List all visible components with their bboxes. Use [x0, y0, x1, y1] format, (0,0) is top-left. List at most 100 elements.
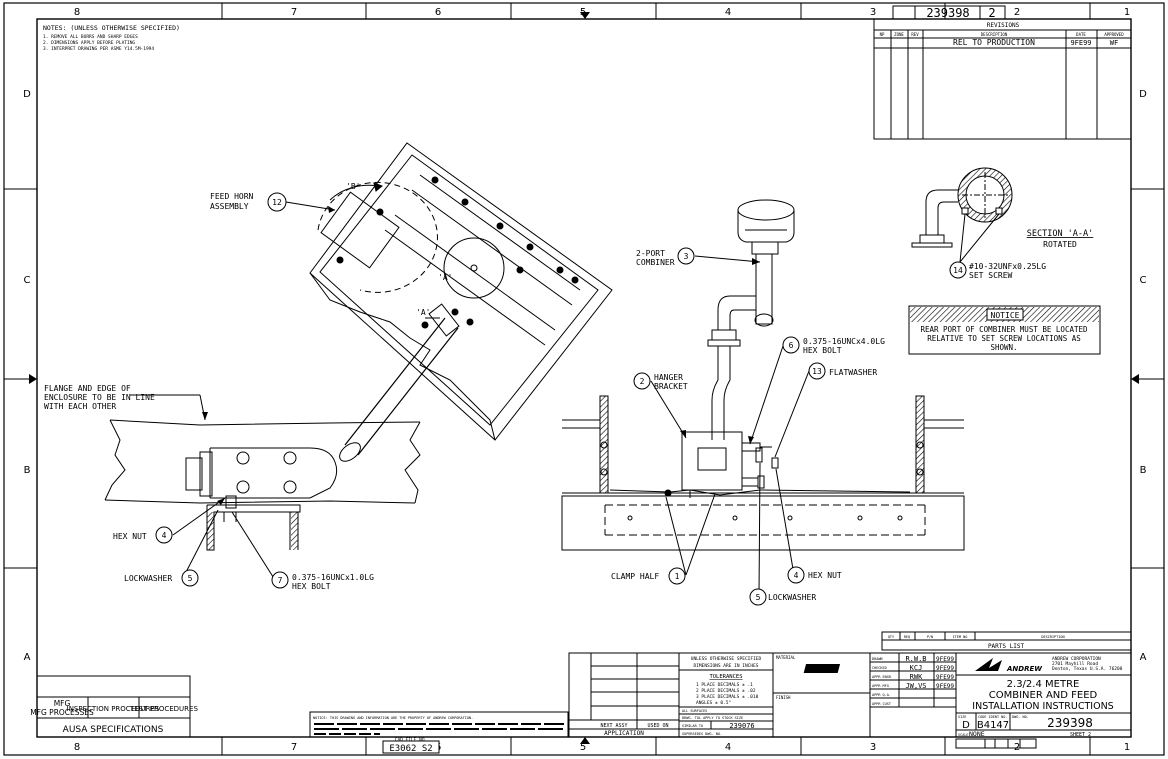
callout-bubble-4-left — [155, 526, 173, 544]
view-a-label-2: 'A' — [416, 308, 430, 317]
material-label: MATERIAL — [776, 655, 796, 660]
approval-date: 9FE99 — [936, 683, 954, 690]
right-leader-arrows — [680, 258, 760, 444]
hex-bolt-long-label-2: HEX BOLT — [803, 346, 842, 355]
hex-bolt-long-label-1: 0.375-16UNCx4.0LG — [803, 337, 885, 346]
approval-date: 9FE99 — [936, 656, 954, 663]
callout-bubble-4-right — [787, 566, 805, 584]
tol-line-3: 3 PLACE DECIMALS ± .010 — [696, 694, 759, 700]
callout-2-number: 2 — [640, 377, 645, 386]
rev-header-approved: APPROVED — [1104, 32, 1124, 37]
parts-header-description: DESCRIPTION — [1041, 635, 1064, 639]
callout-7-number: 7 — [278, 576, 283, 585]
column-label-top-2: 2 — [1014, 7, 1020, 18]
notice-line-2: RELATIVE TO SET SCREW LOCATIONS AS — [927, 334, 1081, 343]
callout-bubble-14 — [949, 261, 967, 279]
feed-horn-label-1: FEED HORN — [210, 192, 254, 201]
andrew-logo: ANDREW — [803, 658, 1042, 673]
column-label-top-1: 1 — [1124, 7, 1130, 18]
company-line-2: 2701 Mayhill Road — [1052, 661, 1098, 667]
feed-horn-view — [104, 142, 613, 551]
row-label-left-A: A — [24, 652, 31, 663]
tol-title: TOLERANCES — [709, 674, 742, 680]
row-label-left-B: B — [24, 465, 31, 476]
notice-line-1: REAR PORT OF COMBINER MUST BE LOCATED — [920, 325, 1088, 334]
approval-label: CHECKED — [872, 666, 887, 670]
tol-similar-to: SIMILAR TO — [682, 724, 703, 728]
tol-drawing-ref: DRWG. TOL APPLY TO STOCK SIZE — [682, 716, 743, 720]
row-label-right-D: D — [1139, 89, 1147, 100]
rev-header-rev: REV — [911, 32, 919, 37]
callout-bubble-2 — [633, 372, 651, 390]
revisions-block — [873, 18, 1132, 140]
scale-label: SCALE — [958, 733, 969, 737]
used-on-label: USED ON — [647, 723, 668, 729]
scale-value: NONE — [969, 730, 985, 738]
section-a-a — [911, 167, 1013, 263]
column-label-top-3: 3 — [870, 7, 876, 18]
column-label-bottom-4: 4 — [725, 742, 731, 753]
procedures-block — [36, 675, 191, 738]
approval-date: 9FE99 — [936, 674, 954, 681]
callout-3-number: 3 — [684, 252, 689, 261]
row-label-right-C: C — [1140, 275, 1147, 286]
hex-bolt-short-label-2: HEX BOLT — [292, 582, 331, 591]
callout-4-left-number: 4 — [162, 531, 167, 540]
title-line-2: COMBINER AND FEED — [989, 690, 1098, 701]
row-label-right-B: B — [1140, 465, 1147, 476]
column-label-bottom-3: 3 — [870, 742, 876, 753]
rev-row-approved: WF — [1110, 39, 1118, 47]
parts-list-header — [881, 631, 1132, 651]
callout-1-number: 1 — [675, 572, 680, 581]
column-label-top-4: 4 — [725, 7, 731, 18]
company-line-3: Denton, Texas U.S.A. 76208 — [1052, 666, 1123, 672]
title-line-3: INSTALLATION INSTRUCTIONS — [972, 701, 1113, 712]
note-2: 2. DIMENSIONS APPLY BEFORE PLATING — [43, 40, 135, 46]
callout-bubble-12 — [267, 192, 287, 212]
callout-13-number: 13 — [812, 367, 822, 376]
notice-box: NOTICE REAR PORT OF COMBINER MUST BE LOC… — [908, 305, 1101, 355]
callout-bubble-13 — [808, 362, 826, 380]
rev-header-date: DATE — [1076, 32, 1086, 37]
rev-header-description: DESCRIPTION — [981, 32, 1008, 37]
tol-surfaces: ALL SURFACES — [682, 709, 707, 713]
callout-4-right-number: 4 — [794, 571, 799, 580]
tol-heading-2: DIMENSIONS ARE IN INCHES — [693, 663, 758, 669]
approval-label: APPR MFG — [872, 684, 889, 688]
sheet-label: SHEET 2 — [1070, 732, 1091, 738]
tol-similar-value: 239076 — [729, 722, 754, 730]
callout-6-number: 6 — [789, 341, 794, 350]
cage-code: B4147 — [977, 720, 1009, 731]
proc-inspection-header: INSPECTION PROCEDURES — [67, 705, 160, 713]
callout-12-number: 12 — [272, 198, 282, 207]
notes-block: NOTES: (UNLESS OTHERWISE SPECIFIED) 1. R… — [43, 24, 180, 52]
set-screw-label-1: #10-32UNFx0.25LG — [969, 262, 1046, 271]
cad-file-label: CAD FILE NO. — [395, 737, 428, 743]
callout-5-left-number: 5 — [188, 574, 193, 583]
notes-heading: NOTES: (UNLESS OTHERWISE SPECIFIED) — [43, 24, 180, 32]
next-assy-label: NEXT ASSY — [600, 723, 627, 729]
set-screw-label-2: SET SCREW — [969, 271, 1013, 280]
flange-note-2: ENCLOSURE TO BE IN LINE — [44, 393, 155, 402]
callout-bubble-5-left — [181, 569, 199, 587]
code-ident-label: CODE IDENT NO. — [978, 715, 1008, 719]
size-label: SIZE — [958, 715, 966, 719]
rev-row-description: REL TO PRODUCTION — [953, 38, 1035, 47]
hanger-label-1: HANGER — [654, 373, 683, 382]
callout-5-right-number: 5 — [756, 593, 761, 602]
combiner-label-1: 2-PORT — [636, 249, 665, 258]
callout-bubble-1 — [668, 567, 686, 585]
note-1: 1. REMOVE ALL BURRS AND SHARP EDGES — [43, 34, 138, 40]
revisions-title: REVISIONS — [987, 22, 1020, 29]
tol-supersedes: SUPERSEDES DWG. NO. — [682, 732, 722, 736]
section-subtitle: ROTATED — [1043, 240, 1077, 249]
column-label-top-8: 8 — [74, 7, 80, 18]
approval-label: APPR Q.A. — [872, 693, 891, 697]
flange-note-3: WITH EACH OTHER — [44, 402, 116, 411]
column-label-bottom-8: 8 — [74, 742, 80, 753]
parts-header-qty: QTY — [888, 635, 895, 639]
